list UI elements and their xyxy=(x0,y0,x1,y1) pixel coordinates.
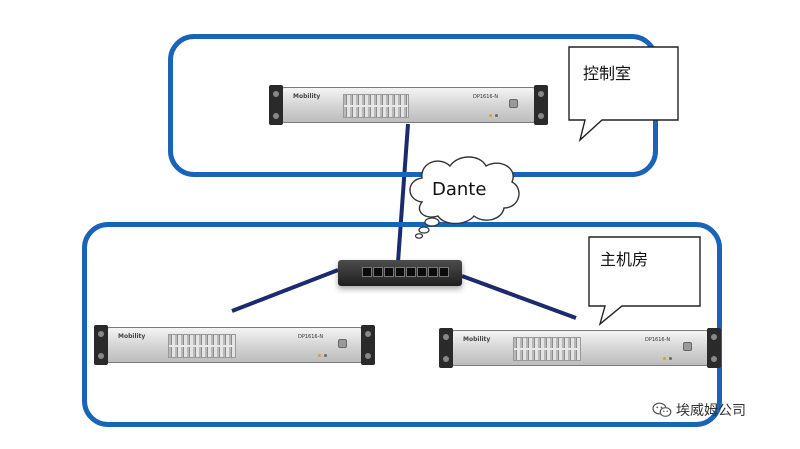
wechat-watermark: 埃威姆公司 xyxy=(652,399,746,421)
device-port-panel xyxy=(343,94,409,118)
rack-ear-right xyxy=(534,85,548,125)
switch-port xyxy=(384,267,394,277)
server-room-audio-processor-left: Mobility DP1616-N xyxy=(94,325,375,365)
wechat-icon xyxy=(652,402,672,417)
switch-port xyxy=(439,267,449,277)
cable-switch-to-left-device xyxy=(231,268,339,313)
rack-ear-left xyxy=(94,325,108,365)
device-brand-label: Mobility xyxy=(118,333,146,340)
dante-cloud-shape xyxy=(409,156,520,225)
device-model-label: DP1616-N xyxy=(645,337,671,343)
dante-cloud-bubble-medium xyxy=(418,226,430,234)
watermark-text: 埃威姆公司 xyxy=(676,403,746,419)
dante-cloud xyxy=(409,156,520,239)
server-room-label: 主机房 xyxy=(600,250,649,269)
control-room-callout-shape xyxy=(568,46,679,143)
rack-ear-left xyxy=(439,328,453,368)
cable-control-to-switch xyxy=(396,123,410,263)
device-port-panel xyxy=(168,334,236,358)
device-model-label: DP1616-N xyxy=(473,94,499,100)
network-switch xyxy=(338,260,462,286)
switch-port xyxy=(373,267,383,277)
switch-port xyxy=(417,267,427,277)
switch-port xyxy=(428,267,438,277)
device-port-panel xyxy=(513,337,581,361)
server-room-zone xyxy=(82,222,722,427)
rack-ear-left xyxy=(269,85,283,125)
device-control-knob xyxy=(683,342,692,351)
rack-ear-right xyxy=(361,325,375,365)
switch-port xyxy=(395,267,405,277)
device-brand-label: Mobility xyxy=(293,93,321,100)
control-room-callout xyxy=(568,46,679,143)
device-status-leds xyxy=(318,354,328,358)
switch-port xyxy=(406,267,416,277)
dante-cloud-bubble-small xyxy=(414,233,424,239)
cable-switch-to-right-device xyxy=(461,274,577,320)
device-control-knob xyxy=(338,339,347,348)
dante-cloud-bubble-large xyxy=(424,217,440,227)
rack-ear-right xyxy=(707,328,721,368)
control-room-label: 控制室 xyxy=(583,64,632,83)
switch-port xyxy=(362,267,372,277)
device-control-knob xyxy=(509,99,518,108)
device-brand-label: Mobility xyxy=(463,336,491,343)
device-status-leds xyxy=(663,357,673,361)
device-model-label: DP1616-N xyxy=(298,334,324,340)
dante-cloud-label: Dante xyxy=(432,179,487,200)
device-status-leds xyxy=(489,114,499,118)
server-room-callout xyxy=(588,236,701,326)
control-room-audio-processor: Mobility DP1616-N xyxy=(269,85,548,125)
server-room-audio-processor-right: Mobility DP1616-N xyxy=(439,328,721,368)
server-room-callout-shape xyxy=(588,236,701,326)
